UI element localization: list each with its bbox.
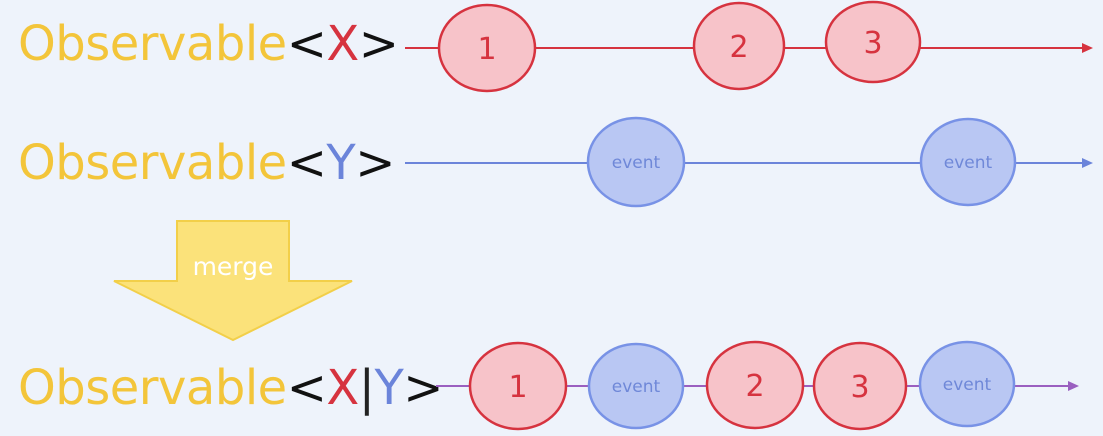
- observable-x-label: Observable<X>: [18, 20, 399, 68]
- marble-x-1-shape: [437, 3, 537, 93]
- marble-merged-4: 3: [812, 341, 908, 431]
- marble-merged-2-shape: [587, 342, 685, 430]
- stream-y-arrowhead: [1082, 158, 1093, 168]
- marble-y-1-shape: [586, 116, 686, 208]
- open-bracket: <: [286, 135, 327, 191]
- marble-merged-3-label: 2: [745, 369, 764, 404]
- marble-x-2-label: 2: [729, 30, 748, 65]
- observable-y-label: Observable<Y>: [18, 139, 395, 187]
- marble-x-3: 3: [824, 0, 922, 84]
- marble-merged-3: 2: [705, 340, 805, 430]
- open-bracket: <: [286, 360, 327, 416]
- observable-merged-label: Observable<X|Y>: [18, 364, 444, 412]
- stream-y-timeline: event event: [405, 116, 1093, 208]
- marble-y-1: event: [586, 116, 686, 208]
- stream-merged-arrowhead: [1068, 381, 1079, 391]
- close-bracket: >: [403, 360, 444, 416]
- merge-label: merge: [193, 252, 274, 281]
- open-bracket: <: [286, 16, 327, 72]
- type-x: X: [326, 16, 359, 72]
- marble-y-2: event: [919, 117, 1017, 207]
- type-y: Y: [374, 360, 404, 416]
- close-bracket: >: [355, 135, 395, 191]
- marble-merged-1-label: 1: [508, 370, 527, 405]
- marble-merged-1: 1: [468, 341, 568, 431]
- stream-x-timeline: 1 2 3: [405, 0, 1093, 93]
- observable-keyword: Observable: [18, 135, 287, 191]
- marble-merged-3-shape: [705, 340, 805, 430]
- stream-x-arrowhead: [1082, 43, 1093, 53]
- stream-merged-timeline: 1 event 2 3 event: [436, 340, 1079, 431]
- marble-y-1-label: event: [612, 153, 661, 173]
- close-bracket: >: [358, 16, 399, 72]
- marble-x-2-shape: [692, 1, 786, 91]
- merge-operator: merge: [113, 220, 353, 342]
- marble-x-3-shape: [824, 0, 922, 84]
- observable-keyword: Observable: [18, 16, 287, 72]
- marble-merged-4-shape: [812, 341, 908, 431]
- marble-x-2: 2: [692, 1, 786, 91]
- marble-y-2-shape: [919, 117, 1017, 207]
- marble-merged-5-label: event: [943, 375, 992, 395]
- marble-y-2-label: event: [944, 153, 993, 173]
- marble-merged-1-shape: [468, 341, 568, 431]
- merge-arrow-icon: [113, 220, 353, 342]
- observable-keyword: Observable: [18, 360, 287, 416]
- marble-x-3-label: 3: [863, 26, 882, 61]
- marble-x-1: 1: [437, 3, 537, 93]
- type-x: X: [326, 360, 359, 416]
- type-y: Y: [326, 135, 356, 191]
- union-separator: |: [358, 360, 375, 416]
- marble-x-1-label: 1: [477, 32, 496, 67]
- marble-merged-4-label: 3: [850, 370, 869, 405]
- marble-merged-2-label: event: [612, 377, 661, 397]
- marble-merged-5: event: [918, 340, 1016, 428]
- marble-merged-5-shape: [918, 340, 1016, 428]
- marble-merged-2: event: [587, 342, 685, 430]
